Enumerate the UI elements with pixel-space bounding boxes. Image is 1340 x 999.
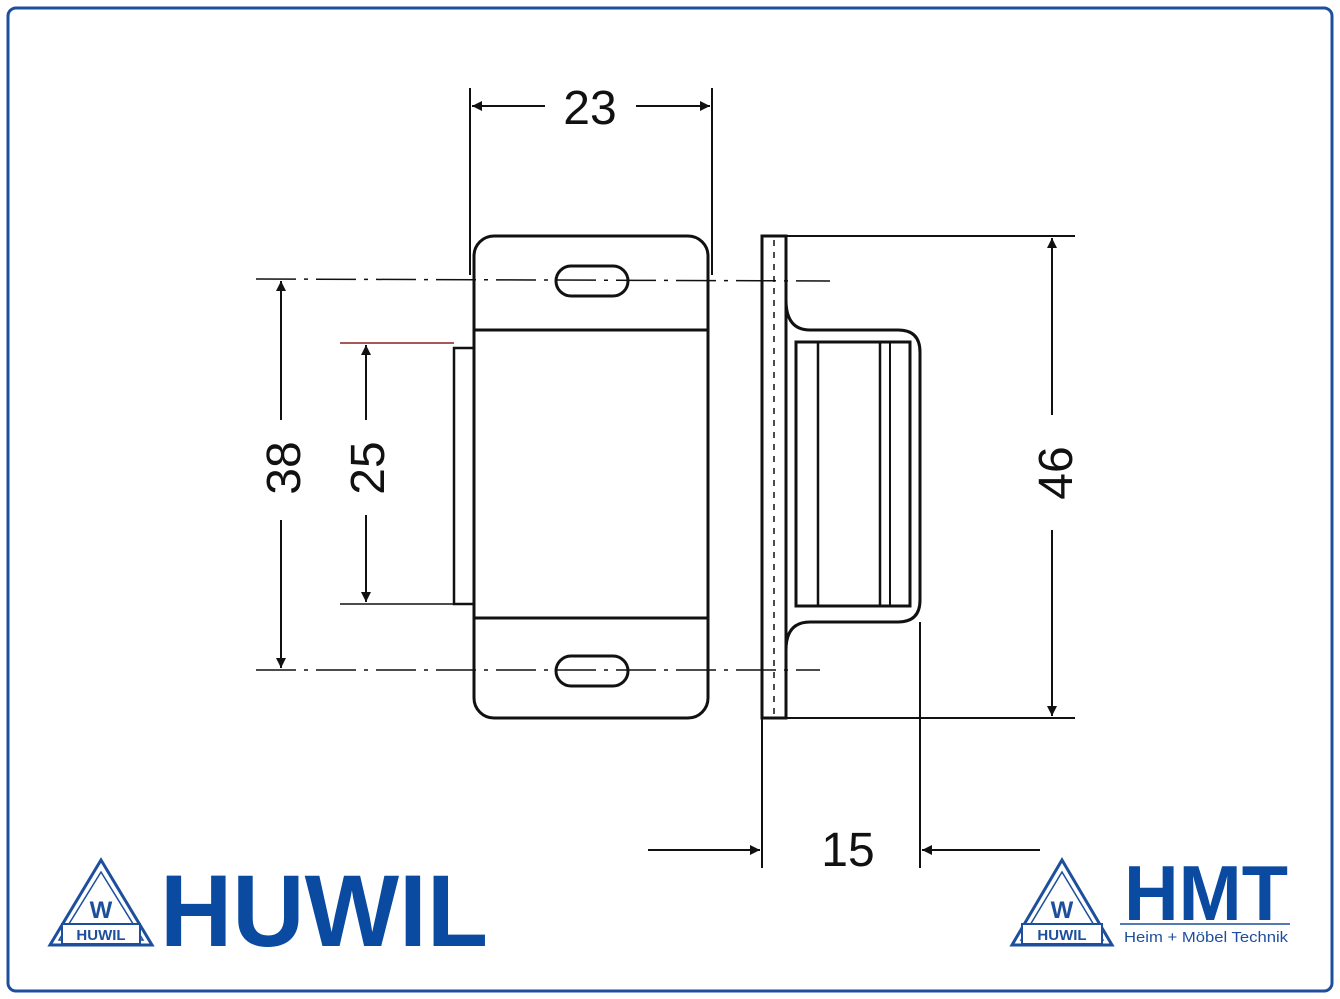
catch-plate-body	[472, 234, 710, 720]
mounting-slot-bottom	[554, 654, 630, 688]
huwil-logo: W HUWIL HUWIL	[47, 854, 488, 968]
huwil-emblem-text: HUWIL	[76, 927, 125, 944]
hmt-wordmark: HMT	[1124, 849, 1288, 937]
hmt-logo: W HUWIL HMT Heim + Möbel Technik	[1009, 849, 1290, 947]
hmt-emblem-letter: W	[1051, 897, 1074, 924]
hmt-tagline: Heim + Möbel Technik	[1124, 929, 1289, 946]
side-view	[760, 234, 1075, 868]
huwil-emblem-letter: W	[90, 897, 113, 924]
dimension-label-38: 38	[258, 441, 311, 494]
magnet-flange	[452, 346, 476, 606]
dimension-lines	[276, 101, 1057, 855]
dimension-label-46: 46	[1030, 446, 1083, 499]
hmt-emblem-text: HUWIL	[1037, 927, 1086, 944]
side-back-plate	[760, 234, 788, 720]
dimension-label-15: 15	[821, 824, 874, 877]
side-magnet-housing	[794, 340, 912, 608]
dimension-label-25: 25	[342, 441, 395, 494]
page-border	[6, 6, 1334, 993]
huwil-wordmark: HUWIL	[160, 854, 488, 968]
front-view	[255, 88, 831, 720]
dimension-label-23: 23	[563, 82, 616, 135]
